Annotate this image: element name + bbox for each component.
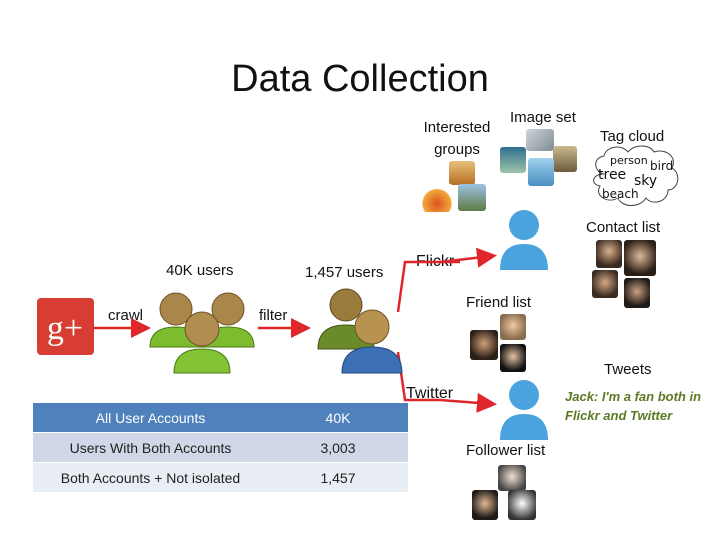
- google-plus-icon: g+: [47, 310, 83, 347]
- tweets-label: Tweets: [604, 361, 652, 378]
- group-photo-bike: [449, 161, 475, 185]
- users-40k-label: 40K users: [166, 262, 234, 279]
- table-cell-value: 40K: [268, 403, 408, 433]
- interested-groups-label-line2: groups: [434, 141, 480, 158]
- twitter-connector: [396, 351, 440, 402]
- filter-label: filter: [259, 307, 288, 324]
- image-set-photo-4: [528, 158, 554, 186]
- table-cell-label: Both Accounts + Not isolated: [33, 462, 268, 493]
- image-set-photo-3: [553, 146, 577, 172]
- google-plus-logo: g+: [37, 298, 94, 355]
- contact-face-2: [624, 240, 656, 276]
- contact-face-3: [592, 270, 618, 298]
- tag-cloud-label: Tag cloud: [600, 128, 665, 145]
- flickr-connector: [396, 260, 460, 313]
- accounts-table: All User Accounts 40K Users With Both Ac…: [33, 403, 408, 493]
- tag-word-bird: bird: [650, 159, 674, 173]
- friend-list-label: Friend list: [466, 294, 532, 311]
- tag-word-tree: tree: [598, 167, 627, 183]
- contact-face-1: [596, 240, 622, 268]
- tag-word-sky: sky: [634, 173, 658, 189]
- tweet-quote: Jack: I'm a fan both in Flickr and Twitt…: [565, 389, 702, 423]
- table-row: Both Accounts + Not isolated 1,457: [33, 462, 408, 493]
- tag-cloud-icon: [593, 145, 679, 206]
- image-set-photo-2: [500, 147, 526, 173]
- filtered-users-icon: [317, 288, 403, 374]
- table-cell-value: 3,003: [268, 432, 408, 463]
- flickr-arrow: [439, 247, 497, 268]
- image-set-label: Image set: [510, 109, 576, 126]
- follower-list-label: Follower list: [466, 442, 546, 459]
- table-cell-label: All User Accounts: [33, 403, 268, 433]
- twitter-label: Twitter: [406, 385, 454, 402]
- flickr-user-icon: [500, 210, 548, 270]
- follower-face-2: [472, 490, 498, 520]
- table-cell-label: Users With Both Accounts: [33, 432, 268, 463]
- table-row: All User Accounts 40K: [33, 403, 408, 433]
- follower-face-3: [508, 490, 536, 520]
- contact-face-4: [624, 278, 650, 308]
- page-title: Data Collection: [231, 58, 489, 100]
- twitter-arrow: [439, 392, 497, 413]
- svg-text:g+: g+: [47, 310, 83, 347]
- tag-word-person: person: [610, 154, 648, 167]
- contact-list-label: Contact list: [586, 219, 661, 236]
- group-photo-flower: [421, 184, 453, 212]
- table-cell-value: 1,457: [268, 462, 408, 493]
- table-row: Users With Both Accounts 3,003: [33, 432, 408, 463]
- tag-word-beach: beach: [602, 187, 639, 201]
- image-set-photo-1: [526, 129, 554, 151]
- twitter-user-icon: [500, 380, 548, 440]
- friend-face-3: [500, 344, 526, 372]
- group-photo-tree: [458, 184, 486, 211]
- friend-face-2: [470, 330, 498, 360]
- interested-groups-label-line1: Interested: [423, 119, 491, 136]
- follower-face-1: [498, 465, 526, 491]
- users-1457-label: 1,457 users: [305, 264, 384, 281]
- friend-face-1: [500, 314, 526, 340]
- user-group-icon: [149, 292, 255, 374]
